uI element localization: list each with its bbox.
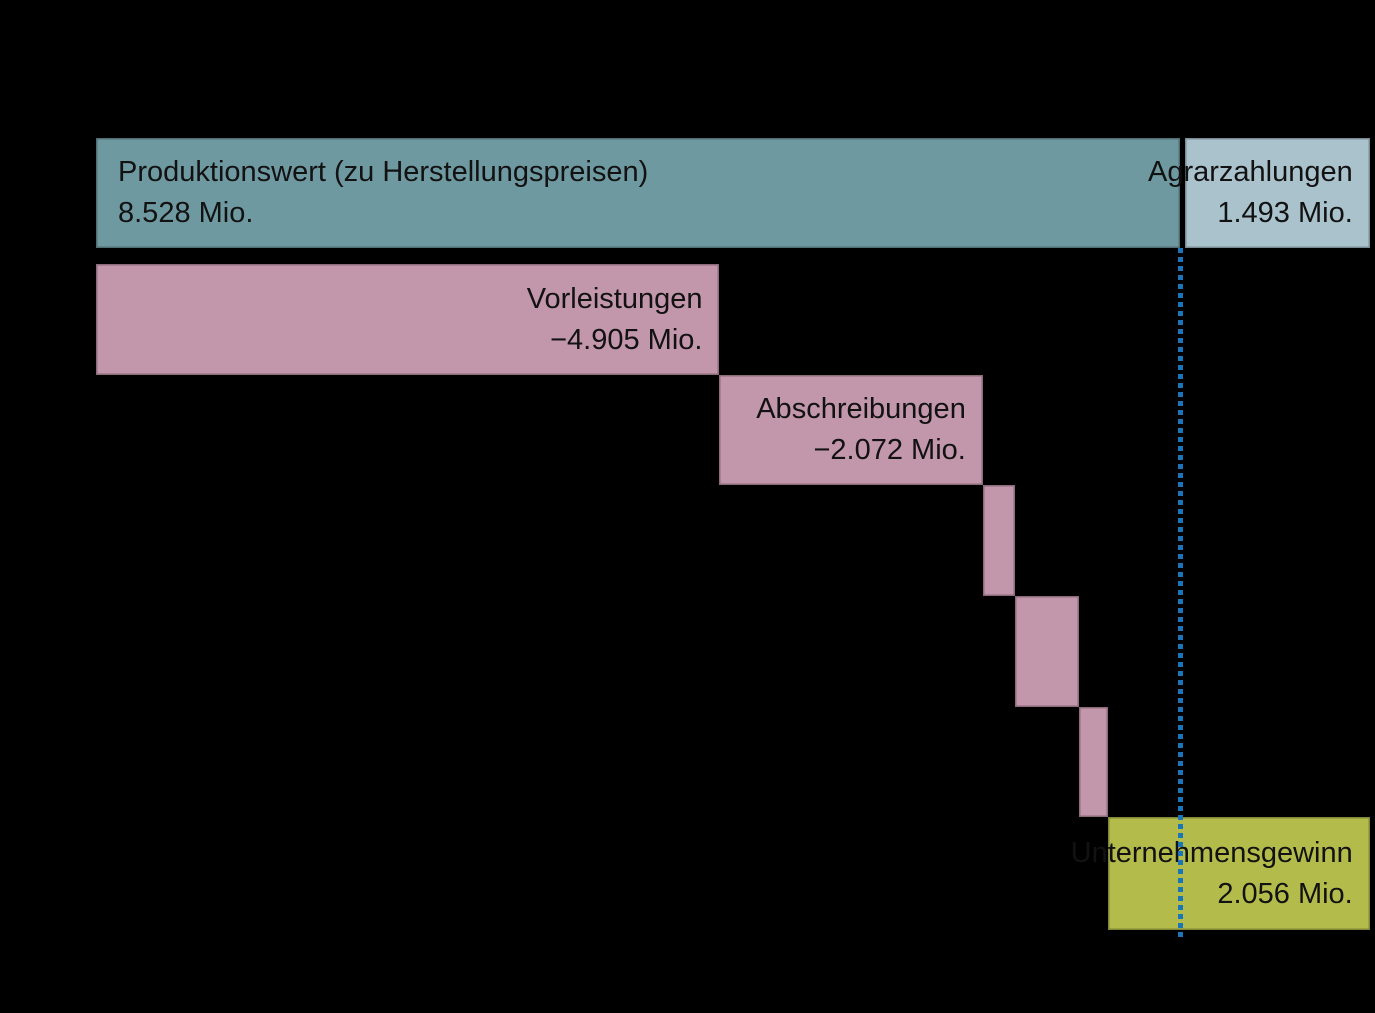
bar-label: Abschreibungen −2.072 Mio.: [346, 375, 966, 485]
bar-unlabeled-3: [1079, 707, 1109, 817]
bar-unlabeled-1: [982, 485, 1015, 596]
bar-vorleistungen: Vorleistungen −4.905 Mio.: [96, 264, 720, 375]
bar-abschreibungen: Abschreibungen −2.072 Mio.: [719, 375, 983, 485]
bar-label-name: Abschreibungen: [756, 393, 966, 425]
bar-label: Vorleistungen −4.905 Mio.: [82, 264, 703, 375]
reference-line: [1177, 248, 1183, 938]
bar-label-value: −4.905 Mio.: [550, 323, 703, 356]
bar-label: Produktionswert (zu Herstellungspreisen)…: [118, 138, 1068, 248]
bar-label-name: Vorleistungen: [526, 282, 703, 315]
bar-label: Unternehmensgewinn 2.056 Mio.: [733, 817, 1353, 930]
bar-label-name: Produktionswert (zu Herstellungspreisen): [118, 156, 649, 188]
bar-label-value: 2.056 Mio.: [1217, 877, 1353, 910]
bar-produktionswert: Produktionswert (zu Herstellungspreisen)…: [96, 138, 1180, 248]
bar-unlabeled-2: [1014, 596, 1080, 707]
bar-unternehmensgewinn: Unternehmensgewinn 2.056 Mio.: [1071, 817, 1370, 930]
bar-label-value: −2.072 Mio.: [813, 434, 966, 466]
bar-label-value: 8.528 Mio.: [118, 197, 254, 229]
bar-label-name: Unternehmensgewinn: [1070, 836, 1353, 869]
